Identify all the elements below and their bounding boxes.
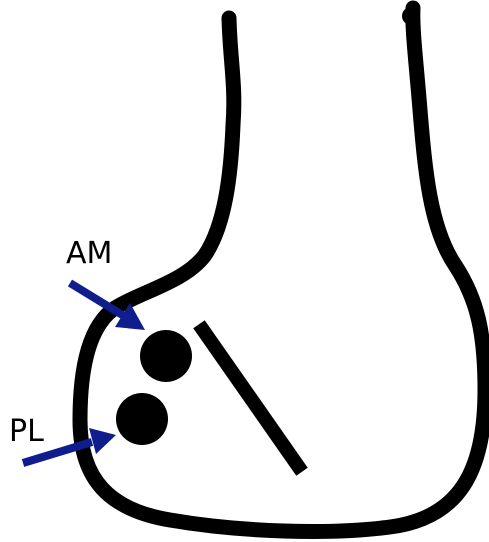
pl-circle xyxy=(116,393,168,445)
am-circle xyxy=(140,330,192,382)
pl-label: PL xyxy=(9,417,44,447)
shaft-tip xyxy=(402,7,420,25)
am-label: AM xyxy=(66,239,112,269)
diagonal-line xyxy=(203,330,298,466)
